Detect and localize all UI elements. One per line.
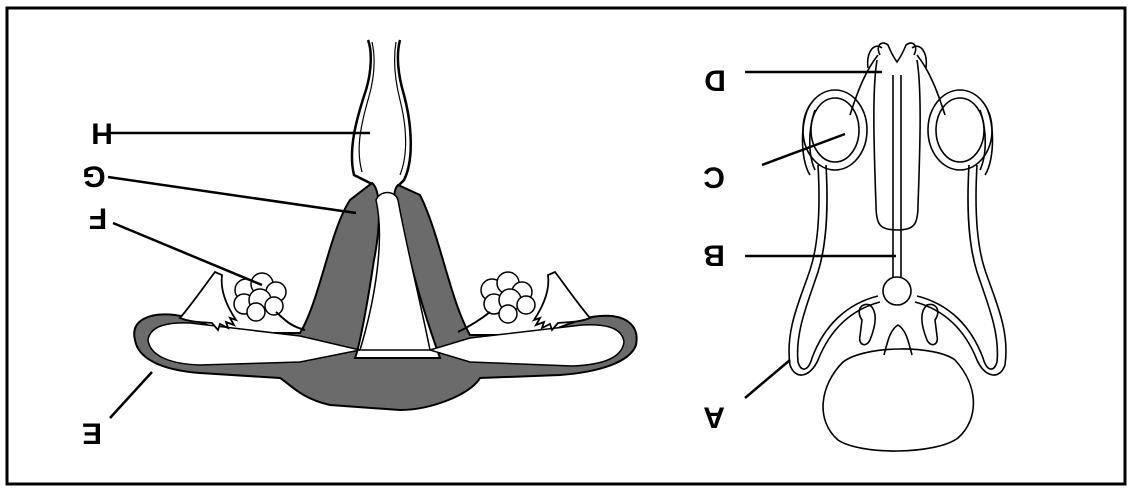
frame-border [7, 8, 1125, 484]
label-g: G [82, 160, 105, 193]
left-seminal-vesicle [859, 304, 875, 344]
bladder [823, 349, 973, 451]
male-system-panel [789, 43, 1006, 451]
bladder-neck [884, 325, 912, 355]
label-d: D [704, 64, 726, 97]
glans [878, 43, 915, 62]
right-ovary [481, 272, 535, 323]
label-b: B [703, 239, 725, 272]
prostate [883, 277, 911, 305]
label-c: C [703, 161, 725, 194]
pointer-e [110, 372, 152, 418]
pointer-a [745, 360, 790, 398]
penis-shaft [874, 60, 920, 230]
label-e: E [82, 417, 102, 450]
left-ovary-ligament [276, 312, 305, 330]
female-system-panel [134, 40, 636, 410]
right-spermatic-cord [917, 55, 945, 115]
label-a: A [703, 401, 725, 434]
male-labels: D C B A [703, 64, 896, 434]
urethra [893, 75, 901, 277]
left-testis [803, 90, 867, 170]
pointer-g [108, 177, 356, 213]
label-f: F [89, 202, 107, 235]
label-h: H [91, 117, 113, 150]
pointer-f [113, 223, 262, 285]
right-testis [928, 90, 992, 170]
